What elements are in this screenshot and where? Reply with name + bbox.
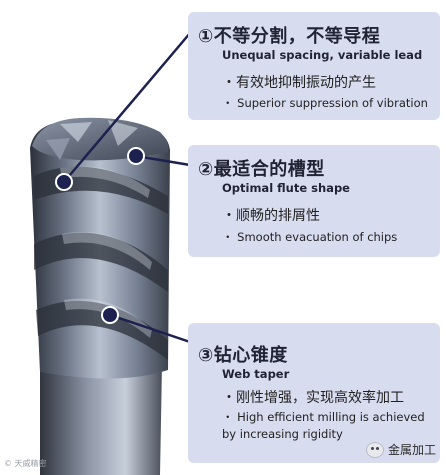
watermark: © 天威精密 <box>4 459 47 468</box>
feature-2-title-en: Optimal flute shape <box>222 181 350 195</box>
feature-2-point-zh: ・顺畅的排屑性 <box>222 208 320 224</box>
feature-3-point-en-line-1: ・ High efficient milling is achieved <box>222 410 425 424</box>
feature-3-title-zh: ③钻心锥度 <box>198 345 288 366</box>
feature-1-title-en: Unequal spacing, variable lead <box>222 48 423 62</box>
feature-panel-1: ①不等分割，不等导程 Unequal spacing, variable lea… <box>188 12 440 120</box>
brand-mark: 金属加工 <box>366 441 436 458</box>
brand-name: 金属加工 <box>388 443 437 457</box>
feature-panel-2: ②最适合的槽型 Optimal flute shape ・顺畅的排屑性 ・ Sm… <box>188 145 440 257</box>
feature-1-point-en: ・ Superior suppression of vibration <box>222 96 428 110</box>
feature-2-title-zh: ②最适合的槽型 <box>198 159 325 180</box>
feature-3-title-en: Web taper <box>222 367 290 381</box>
feature-3-point-zh: ・刚性增强，实现高效率加工 <box>222 390 404 406</box>
callout-lines <box>63 25 197 346</box>
tool-shank <box>40 360 162 475</box>
feature-panel-3: ③钻心锥度 Web taper ・刚性增强，实现高效率加工 ・ High eff… <box>188 323 440 463</box>
feature-1-title-zh: ①不等分割，不等导程 <box>198 26 381 47</box>
callout-dot-icon <box>55 147 145 324</box>
feature-1-point-zh: ・有效地抑制振动的产生 <box>222 75 376 91</box>
feature-3-point-en-line-2: by increasing rigidity <box>222 427 343 441</box>
brand-logo-icon <box>366 441 384 458</box>
feature-2-point-en: ・ Smooth evacuation of chips <box>222 230 398 244</box>
